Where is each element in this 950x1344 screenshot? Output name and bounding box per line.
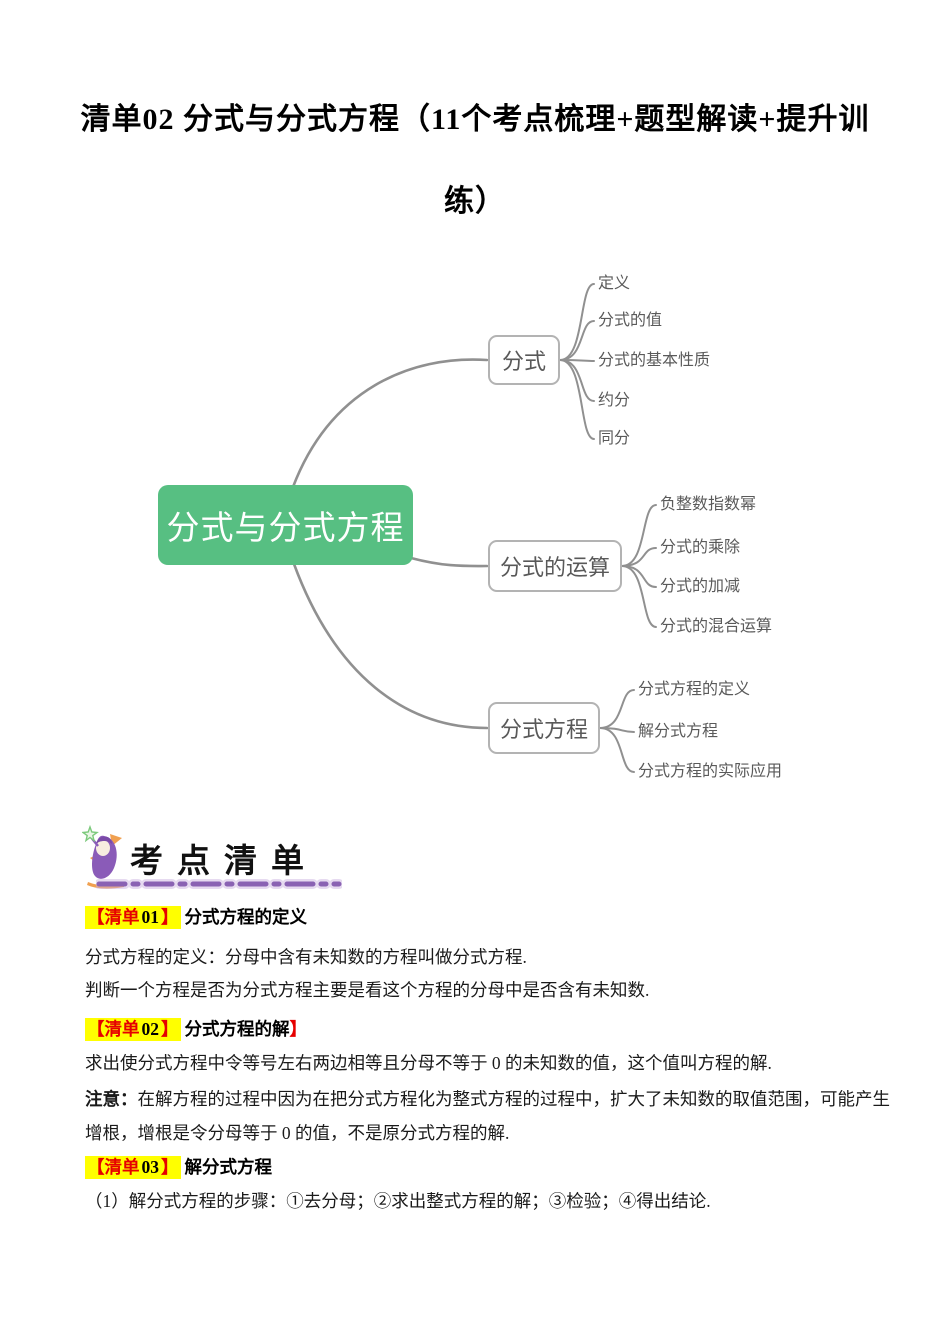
tag-bracket-close: 】 xyxy=(161,1157,179,1177)
page-title-line2: 练） xyxy=(444,185,506,218)
tag-number: 02 xyxy=(141,1019,160,1039)
mindmap-leaf: 分式的混合运算 xyxy=(660,618,773,635)
mindmap-leaf: 解分式方程 xyxy=(638,723,719,740)
mindmap-leaf: 分式的值 xyxy=(598,312,663,329)
mindmap-branch-fenshi: 分式 xyxy=(488,335,560,385)
mindmap-leaf: 定义 xyxy=(598,275,631,292)
mindmap-branch-yunsuan: 分式的运算 xyxy=(488,540,622,592)
mindmap-leaf: 分式的乘除 xyxy=(660,539,741,556)
paragraph: （1）解分式方程的步骤：①去分母；②求出整式方程的解；③检验；④得出结论. xyxy=(85,1191,711,1211)
mindmap-leaf: 约分 xyxy=(598,392,631,409)
paragraph: 判断一个方程是否为分式方程主要是看这个方程的分母中是否含有未知数. xyxy=(85,980,650,1000)
banner-underline xyxy=(96,879,342,889)
note-lead: 注意： xyxy=(85,1089,138,1109)
section-02-heading: 分式方程的解 xyxy=(184,1019,290,1039)
tag-bracket-close: 】 xyxy=(161,907,179,927)
section-02-suffix: 】 xyxy=(289,1019,308,1039)
paragraph: 分式方程的定义：分母中含有未知数的方程叫做分式方程. xyxy=(85,947,527,967)
mindmap-diagram: 分式与分式方程 分式 分式的运算 分式方程 定义 分式的值 分式的基本性质 约分… xyxy=(0,260,950,810)
wizard-mascot-icon xyxy=(82,824,124,889)
mindmap-leaf: 同分 xyxy=(598,430,631,447)
section-banner: 考点清单 xyxy=(82,824,502,896)
mindmap-leaf: 分式方程的定义 xyxy=(638,681,751,698)
tag-number: 03 xyxy=(141,1157,160,1177)
tag-bracket-open: 【清单 xyxy=(87,907,140,927)
mindmap-leaf: 负整数指数幂 xyxy=(660,496,757,513)
tag-bracket-open: 【清单 xyxy=(87,1019,140,1039)
mindmap-leaf: 分式的基本性质 xyxy=(598,352,711,369)
mindmap-connector-lines xyxy=(291,283,657,773)
mindmap-leaf: 分式的加减 xyxy=(660,578,741,595)
tag-number: 01 xyxy=(141,907,160,927)
banner-title: 考点清单 xyxy=(130,844,318,880)
paragraph: 求出使分式方程中令等号左右两边相等且分母不等于 0 的未知数的值，这个值叫方程的… xyxy=(85,1053,772,1073)
page-title-line1: 清单02 分式与分式方程（11个考点梳理+题型解读+提升训 xyxy=(80,103,870,136)
paragraph-note-line1: 注意：在解方程的过程中因为在把分式方程化为整式方程的过程中，扩大了未知数的取值范… xyxy=(85,1086,890,1113)
tag-bracket-open: 【清单 xyxy=(87,1157,140,1177)
section-03-heading: 解分式方程 xyxy=(184,1157,273,1177)
tag-bracket-close: 】 xyxy=(161,1019,179,1039)
mindmap-root-node: 分式与分式方程 xyxy=(158,485,413,565)
paragraph-note-line2: 增根，增根是令分母等于 0 的值，不是原分式方程的解. xyxy=(85,1123,510,1143)
mindmap-branch-fangcheng: 分式方程 xyxy=(488,702,600,754)
mindmap-leaf: 分式方程的实际应用 xyxy=(638,763,783,780)
section-01-heading: 分式方程的定义 xyxy=(184,907,308,927)
note-text: 在解方程的过程中因为在把分式方程化为整式方程的过程中，扩大了未知数的取值范围，可… xyxy=(137,1089,891,1109)
